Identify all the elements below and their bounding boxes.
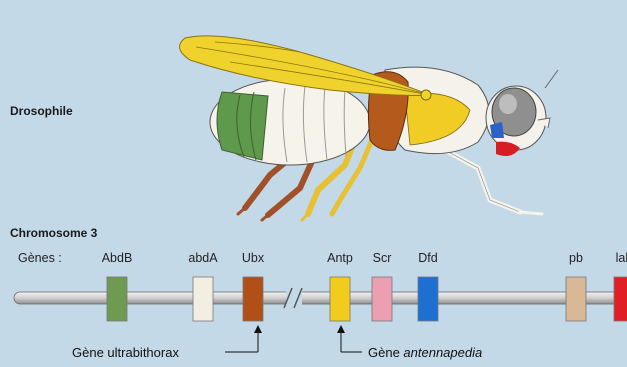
ubx-arrowhead [254,325,262,333]
ubx-annotation: Gène ultrabithorax [72,345,179,360]
gene-block-scr [372,277,392,321]
antp-annotation-prefix: Gène [368,345,403,360]
gene-block-abda [193,277,213,321]
gene-block-dfd [418,277,438,321]
gene-label-antp: Antp [327,251,353,265]
gene-label-scr: Scr [373,251,392,265]
gene-block-ubx [243,277,263,321]
antp-annotation-name: antennapedia [403,345,482,360]
gene-block-abdb [107,277,127,321]
gene-label-abda: abdA [188,251,217,265]
gene-label-dfd: Dfd [418,251,437,265]
gene-label-lab: lab [616,251,627,265]
gene-label-ubx: Ubx [242,251,264,265]
antp-arrowhead [337,325,345,333]
gene-block-antp [330,277,350,321]
gene-label-pb: pb [569,251,583,265]
gene-block-lab [614,277,627,321]
gene-block-pb [566,277,586,321]
gene-label-abdb: AbdB [102,251,133,265]
antp-annotation: Gène antennapedia [368,345,482,360]
